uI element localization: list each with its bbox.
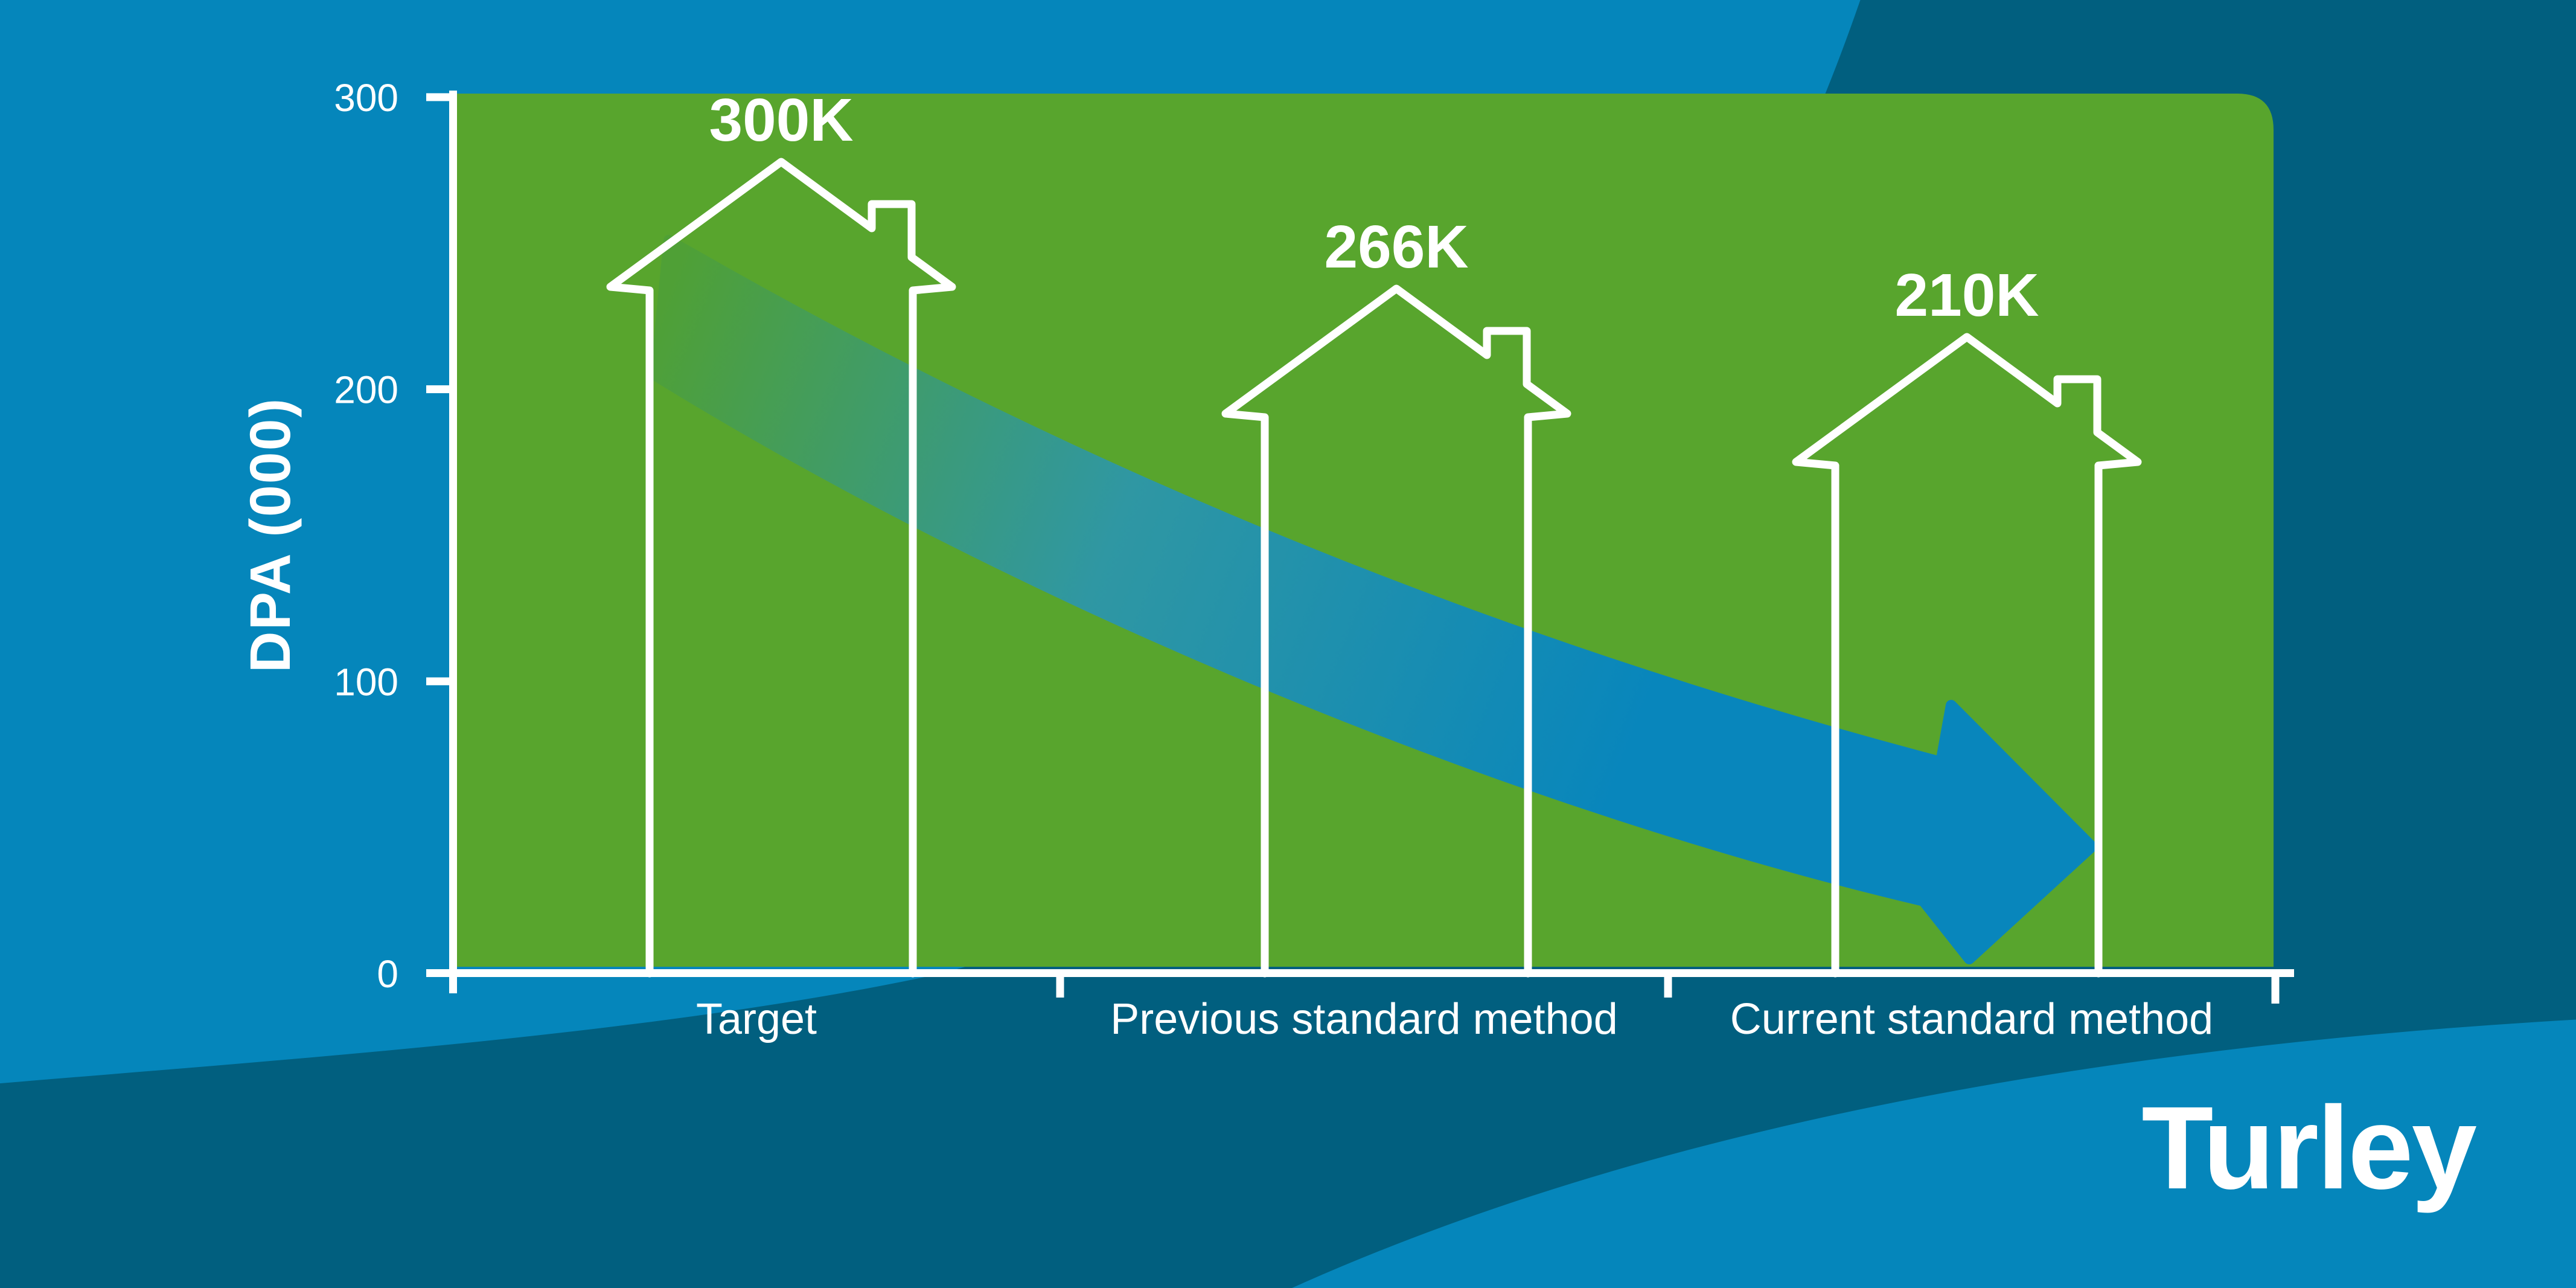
x-axis-tick bbox=[1664, 969, 1672, 998]
house-outline-icon bbox=[606, 158, 956, 978]
y-axis-line bbox=[449, 91, 457, 993]
brand-logo: Turley bbox=[2141, 1082, 2476, 1214]
background-light-swoosh bbox=[1292, 1019, 2576, 1288]
y-axis-title: DPA (000) bbox=[238, 397, 302, 673]
y-axis-tick-label: 100 bbox=[334, 660, 398, 703]
house-outline-icon bbox=[1221, 284, 1571, 978]
x-axis-category-label: Current standard method bbox=[1730, 995, 2213, 1043]
value-label: 300K bbox=[709, 86, 853, 154]
y-axis-tick bbox=[426, 385, 453, 394]
y-axis-tick-label: 200 bbox=[334, 368, 398, 412]
y-axis-tick-label: 300 bbox=[334, 76, 398, 120]
y-axis-tick bbox=[426, 677, 453, 685]
value-label: 266K bbox=[1324, 213, 1468, 281]
y-axis-tick-label: 0 bbox=[377, 952, 398, 996]
y-axis-tick bbox=[426, 93, 453, 101]
downward-curved-arrow-icon bbox=[650, 235, 2097, 964]
x-axis-line bbox=[426, 969, 2294, 977]
x-axis-end-tick bbox=[2271, 969, 2280, 1004]
value-label: 210K bbox=[1894, 261, 2039, 329]
x-axis-category-label: Target bbox=[696, 995, 817, 1043]
x-axis-category-label: Previous standard method bbox=[1110, 995, 1617, 1043]
house-outline-icon bbox=[1792, 333, 2142, 978]
x-axis-tick bbox=[1056, 969, 1064, 998]
